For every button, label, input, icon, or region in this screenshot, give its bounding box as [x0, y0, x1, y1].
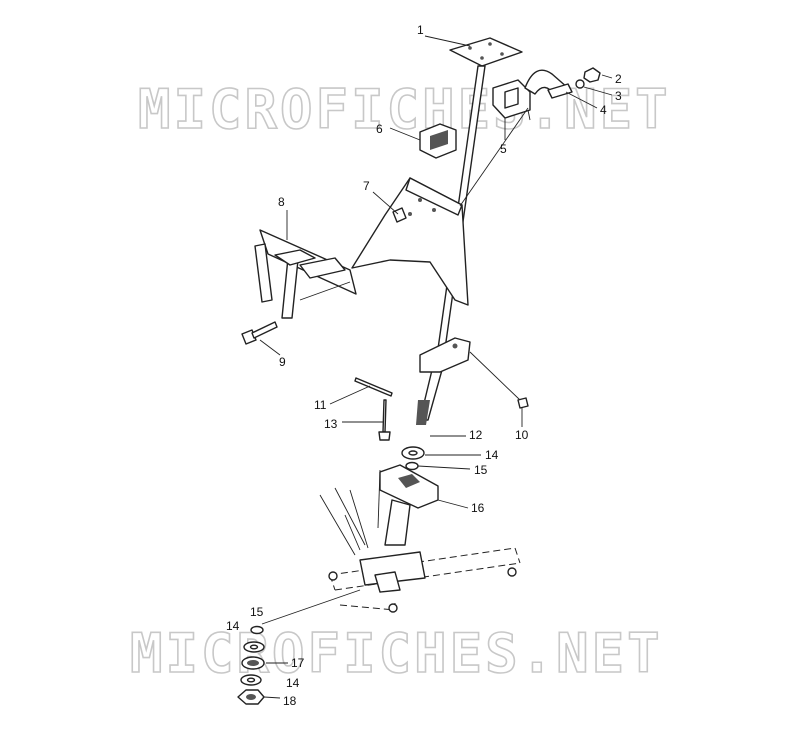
leader-lines	[259, 35, 613, 699]
lower-hardware	[237, 589, 361, 705]
upper-washers	[401, 446, 425, 471]
callout-3: 3	[615, 89, 622, 103]
frame-chassis	[319, 487, 521, 613]
nut-and-washer	[575, 67, 601, 89]
small-bolt	[392, 207, 407, 223]
callout-7: 7	[363, 179, 370, 193]
bushing	[492, 79, 531, 119]
post-mount-bracket	[419, 337, 529, 409]
clevis-pin	[378, 399, 391, 441]
callout-2: 2	[615, 72, 622, 86]
steering-plate	[449, 37, 523, 67]
clamp	[524, 69, 573, 99]
cotter-pin	[354, 377, 393, 397]
mount-block	[419, 123, 457, 159]
callout-13: 13	[324, 417, 338, 431]
callout-14-lower-b: 14	[286, 676, 300, 690]
hex-bolt	[241, 321, 278, 345]
callout-1: 1	[417, 23, 424, 37]
callout-4: 4	[600, 103, 607, 117]
callout-11: 11	[314, 398, 327, 412]
callout-14-upper: 14	[485, 448, 499, 462]
cover-panel	[351, 177, 469, 306]
callout-6: 6	[376, 122, 383, 136]
callout-12: 12	[469, 428, 483, 442]
callout-14-lower-a: 14	[226, 619, 240, 633]
callout-8: 8	[278, 195, 285, 209]
callout-15-lower: 15	[250, 605, 264, 619]
callout-17: 17	[291, 656, 305, 670]
callout-10: 10	[515, 428, 529, 442]
callout-5: 5	[500, 142, 507, 156]
bearing-block	[377, 464, 439, 546]
callout-labels: 1 2 3 4 5 6 7 8 9 10 11 12 13 14 15 16 1…	[226, 23, 622, 708]
support-bracket	[254, 229, 357, 319]
callout-18: 18	[283, 694, 297, 708]
callout-15-upper: 15	[474, 463, 488, 477]
watermark-top: MICROFICHES.NET	[138, 78, 671, 141]
watermark-bottom: MICROFICHES.NET	[130, 622, 663, 685]
callout-9: 9	[279, 355, 286, 369]
callout-16: 16	[471, 501, 485, 515]
